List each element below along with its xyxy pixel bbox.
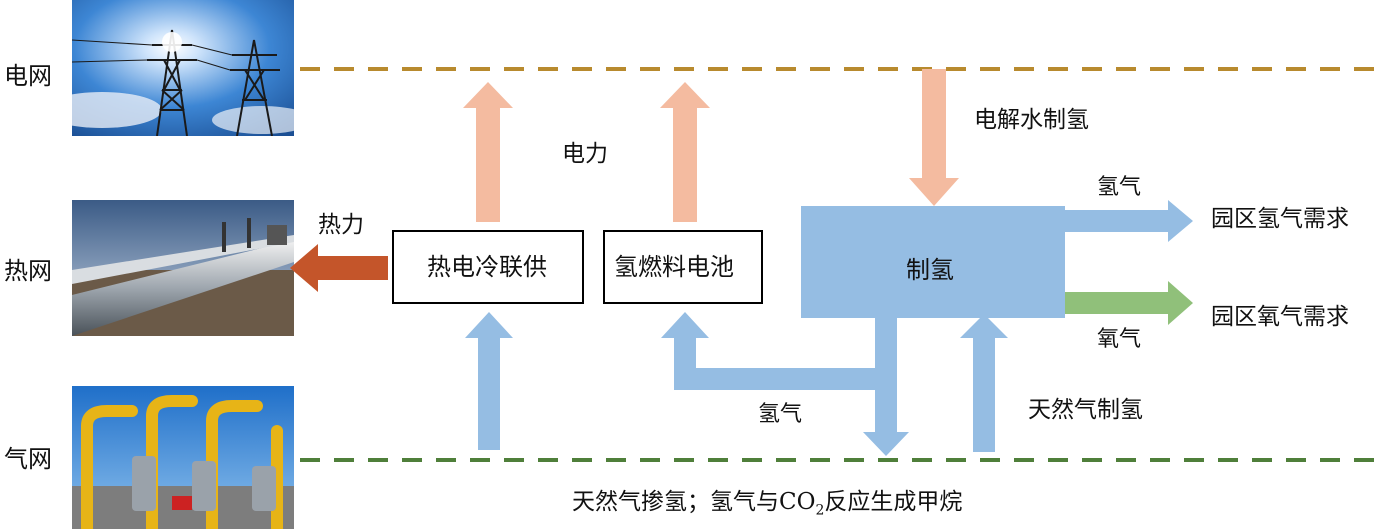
chp-label: 热电冷联供 <box>427 253 547 281</box>
oxygen-out-arrow <box>1065 281 1193 325</box>
park-h2-demand-label: 园区氢气需求 <box>1211 206 1349 232</box>
heat-label: 热力 <box>318 212 364 238</box>
chp-box <box>392 230 584 304</box>
hydrogen-loop-label: 氢气 <box>758 402 803 427</box>
electric-arrow-chp <box>463 82 513 222</box>
bottom-note-subscript: 2 <box>815 502 825 519</box>
park-o2-demand-label: 园区氧气需求 <box>1211 304 1349 330</box>
hydrogen-out-label: 氢气 <box>1097 175 1142 200</box>
h2-production-label: 制氢 <box>906 256 954 284</box>
bottom-note: 天然气掺氢；氢气与CO2反应生成甲烷 <box>572 491 962 518</box>
row-label-gas: 气网 <box>4 445 52 473</box>
pipeline-photo <box>72 200 294 336</box>
electrolysis-arrow <box>909 69 959 206</box>
gas-to-h2-arrow <box>960 314 1008 452</box>
gas-station-image <box>72 386 294 529</box>
gas-to-h2-label: 天然气制氢 <box>1028 397 1143 423</box>
bottom-note-main: 天然气掺氢；氢气与CO <box>572 489 816 515</box>
hydrogen-out-arrow <box>1065 200 1193 242</box>
heat-arrow <box>290 244 388 292</box>
gas-to-chp-arrow <box>465 312 513 450</box>
electricity-label: 电力 <box>562 141 608 167</box>
row-label-heat: 热网 <box>4 257 52 285</box>
fuel-cell-box <box>603 230 763 304</box>
h2-production-box <box>801 206 1065 318</box>
row-label-grid: 电网 <box>4 62 52 90</box>
hydrogen-loop-arrow <box>661 312 909 456</box>
electric-arrow-fuel-cell <box>660 82 710 222</box>
power-tower-photo <box>72 0 294 136</box>
power-tower-image <box>72 0 294 136</box>
gas-station-photo <box>72 386 294 529</box>
bottom-note-tail: 反应生成甲烷 <box>824 489 963 515</box>
electrolysis-label: 电解水制氢 <box>974 107 1089 133</box>
fuel-cell-label: 氢燃料电池 <box>614 253 734 281</box>
pipeline-image <box>72 200 294 336</box>
oxygen-out-label: 氧气 <box>1097 327 1142 352</box>
